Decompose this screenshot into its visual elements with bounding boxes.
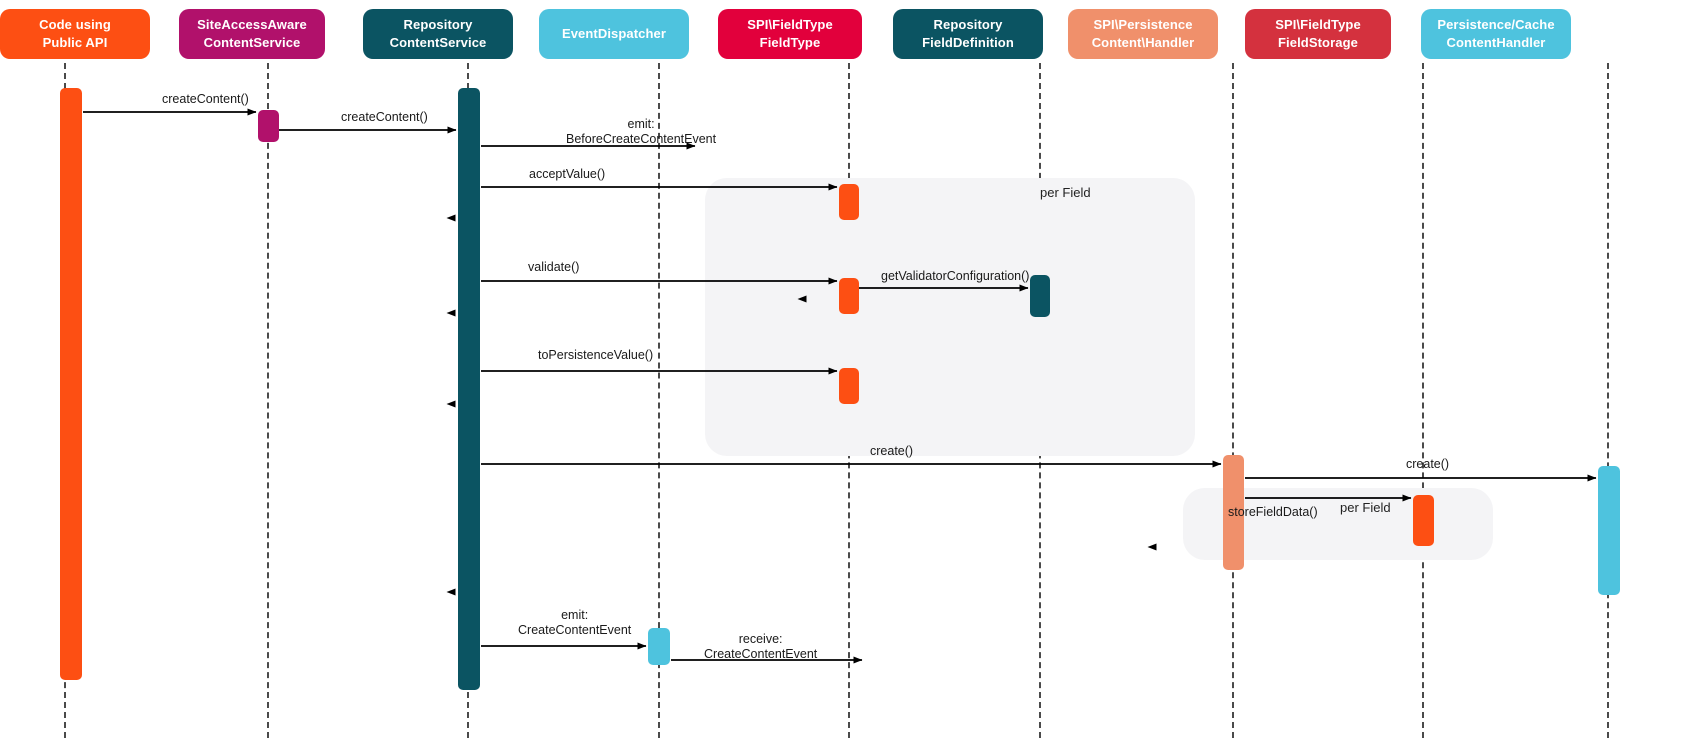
fragment-label: per Field — [1340, 500, 1391, 515]
message-label-m4: acceptValue() — [529, 167, 606, 181]
message-label-m10: toPersistenceValue() — [538, 348, 654, 362]
lifeline-persistence-cache — [1607, 63, 1609, 738]
participant-public-api[interactable]: Code using Public API — [0, 9, 150, 59]
participant-repo-fielddef[interactable]: Repository FieldDefinition — [893, 9, 1043, 59]
lifeline-spi-fieldstorage — [1422, 63, 1424, 738]
lifeline-eventdispatcher — [658, 63, 660, 738]
activation-act-persistence — [1223, 455, 1244, 570]
participant-eventdispatcher[interactable]: EventDispatcher — [539, 9, 689, 59]
activation-act-event-disp — [648, 628, 670, 665]
message-label-m1: createContent() — [162, 92, 249, 106]
activation-act-ft-validate — [839, 278, 859, 314]
lifeline-siteaccessaware — [267, 63, 269, 738]
message-label-m13: create() — [1406, 457, 1450, 471]
activation-act-repo-content — [458, 88, 480, 690]
message-label-m12: create() — [870, 444, 914, 458]
message-label-m7: getValidatorConfiguration() — [881, 269, 1030, 283]
activation-act-ft-accept — [839, 184, 859, 220]
message-label-m17: emit: CreateContentEvent — [518, 608, 632, 637]
participant-spi-fieldtype[interactable]: SPI\FieldType FieldType — [718, 9, 862, 59]
activation-act-public-api — [60, 88, 82, 680]
participant-siteaccessaware[interactable]: SiteAccessAware ContentService — [179, 9, 325, 59]
lifeline-spi-persistence — [1232, 63, 1234, 738]
activation-act-siteaccess — [258, 110, 279, 142]
participant-spi-persistence[interactable]: SPI\Persistence Content\Handler — [1068, 9, 1218, 59]
message-label-m2: createContent() — [341, 110, 428, 124]
activation-act-fieldstorage — [1413, 495, 1434, 546]
activation-act-cache — [1598, 466, 1620, 595]
message-label-m18: receive: CreateContentEvent — [704, 632, 818, 661]
activation-act-ft-persist — [839, 368, 859, 404]
message-label-m6: validate() — [528, 260, 580, 274]
participant-repo-contentservice[interactable]: Repository ContentService — [363, 9, 513, 59]
fragment-frag-per-field-top — [705, 178, 1195, 456]
participant-persistence-cache[interactable]: Persistence/Cache ContentHandler — [1421, 9, 1571, 59]
message-label-m14: storeFieldData() — [1228, 505, 1318, 519]
message-label-m3: emit: BeforeCreateContentEvent — [566, 117, 717, 146]
fragment-label: per Field — [1040, 185, 1091, 200]
participant-spi-fieldstorage[interactable]: SPI\FieldType FieldStorage — [1245, 9, 1391, 59]
activation-act-fielddef — [1030, 275, 1050, 317]
